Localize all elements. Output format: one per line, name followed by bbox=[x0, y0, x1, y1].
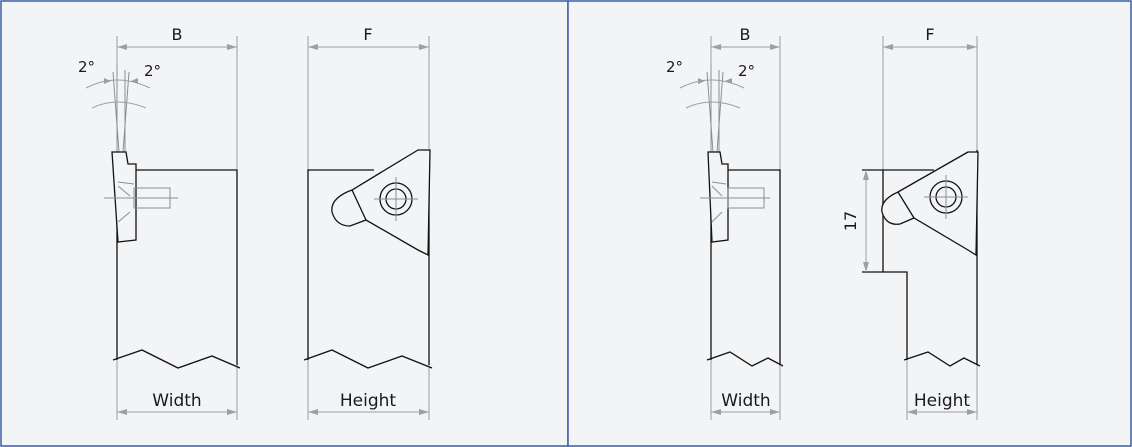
dim-label-f: F bbox=[925, 25, 934, 44]
dim-label-17: 17 bbox=[841, 211, 860, 231]
panel-frame-right bbox=[567, 0, 1132, 447]
dim-label-b: B bbox=[172, 25, 183, 44]
angle-label-left: 2° bbox=[78, 58, 95, 76]
angle-label-right: 2° bbox=[738, 62, 755, 80]
break-line bbox=[706, 351, 784, 367]
right-front-view: B 2° 2° Width bbox=[666, 25, 784, 420]
panel-frame-left bbox=[0, 0, 569, 447]
left-front-view: B 2° 2° Width bbox=[78, 25, 241, 420]
break-line bbox=[903, 351, 981, 367]
bottom-label-height: Height bbox=[914, 391, 971, 411]
bottom-label-width: Width bbox=[721, 391, 770, 411]
break-line bbox=[112, 349, 241, 369]
right-side-view: F 17 Height bbox=[841, 25, 981, 420]
bottom-label-width: Width bbox=[152, 391, 201, 411]
angle-label-left: 2° bbox=[666, 58, 683, 76]
left-side-view: F Height bbox=[303, 25, 433, 420]
dim-label-b: B bbox=[740, 25, 751, 44]
break-line bbox=[303, 349, 433, 369]
dim-label-f: F bbox=[363, 25, 372, 44]
angle-label-right: 2° bbox=[144, 62, 161, 80]
bottom-label-height: Height bbox=[340, 391, 397, 411]
